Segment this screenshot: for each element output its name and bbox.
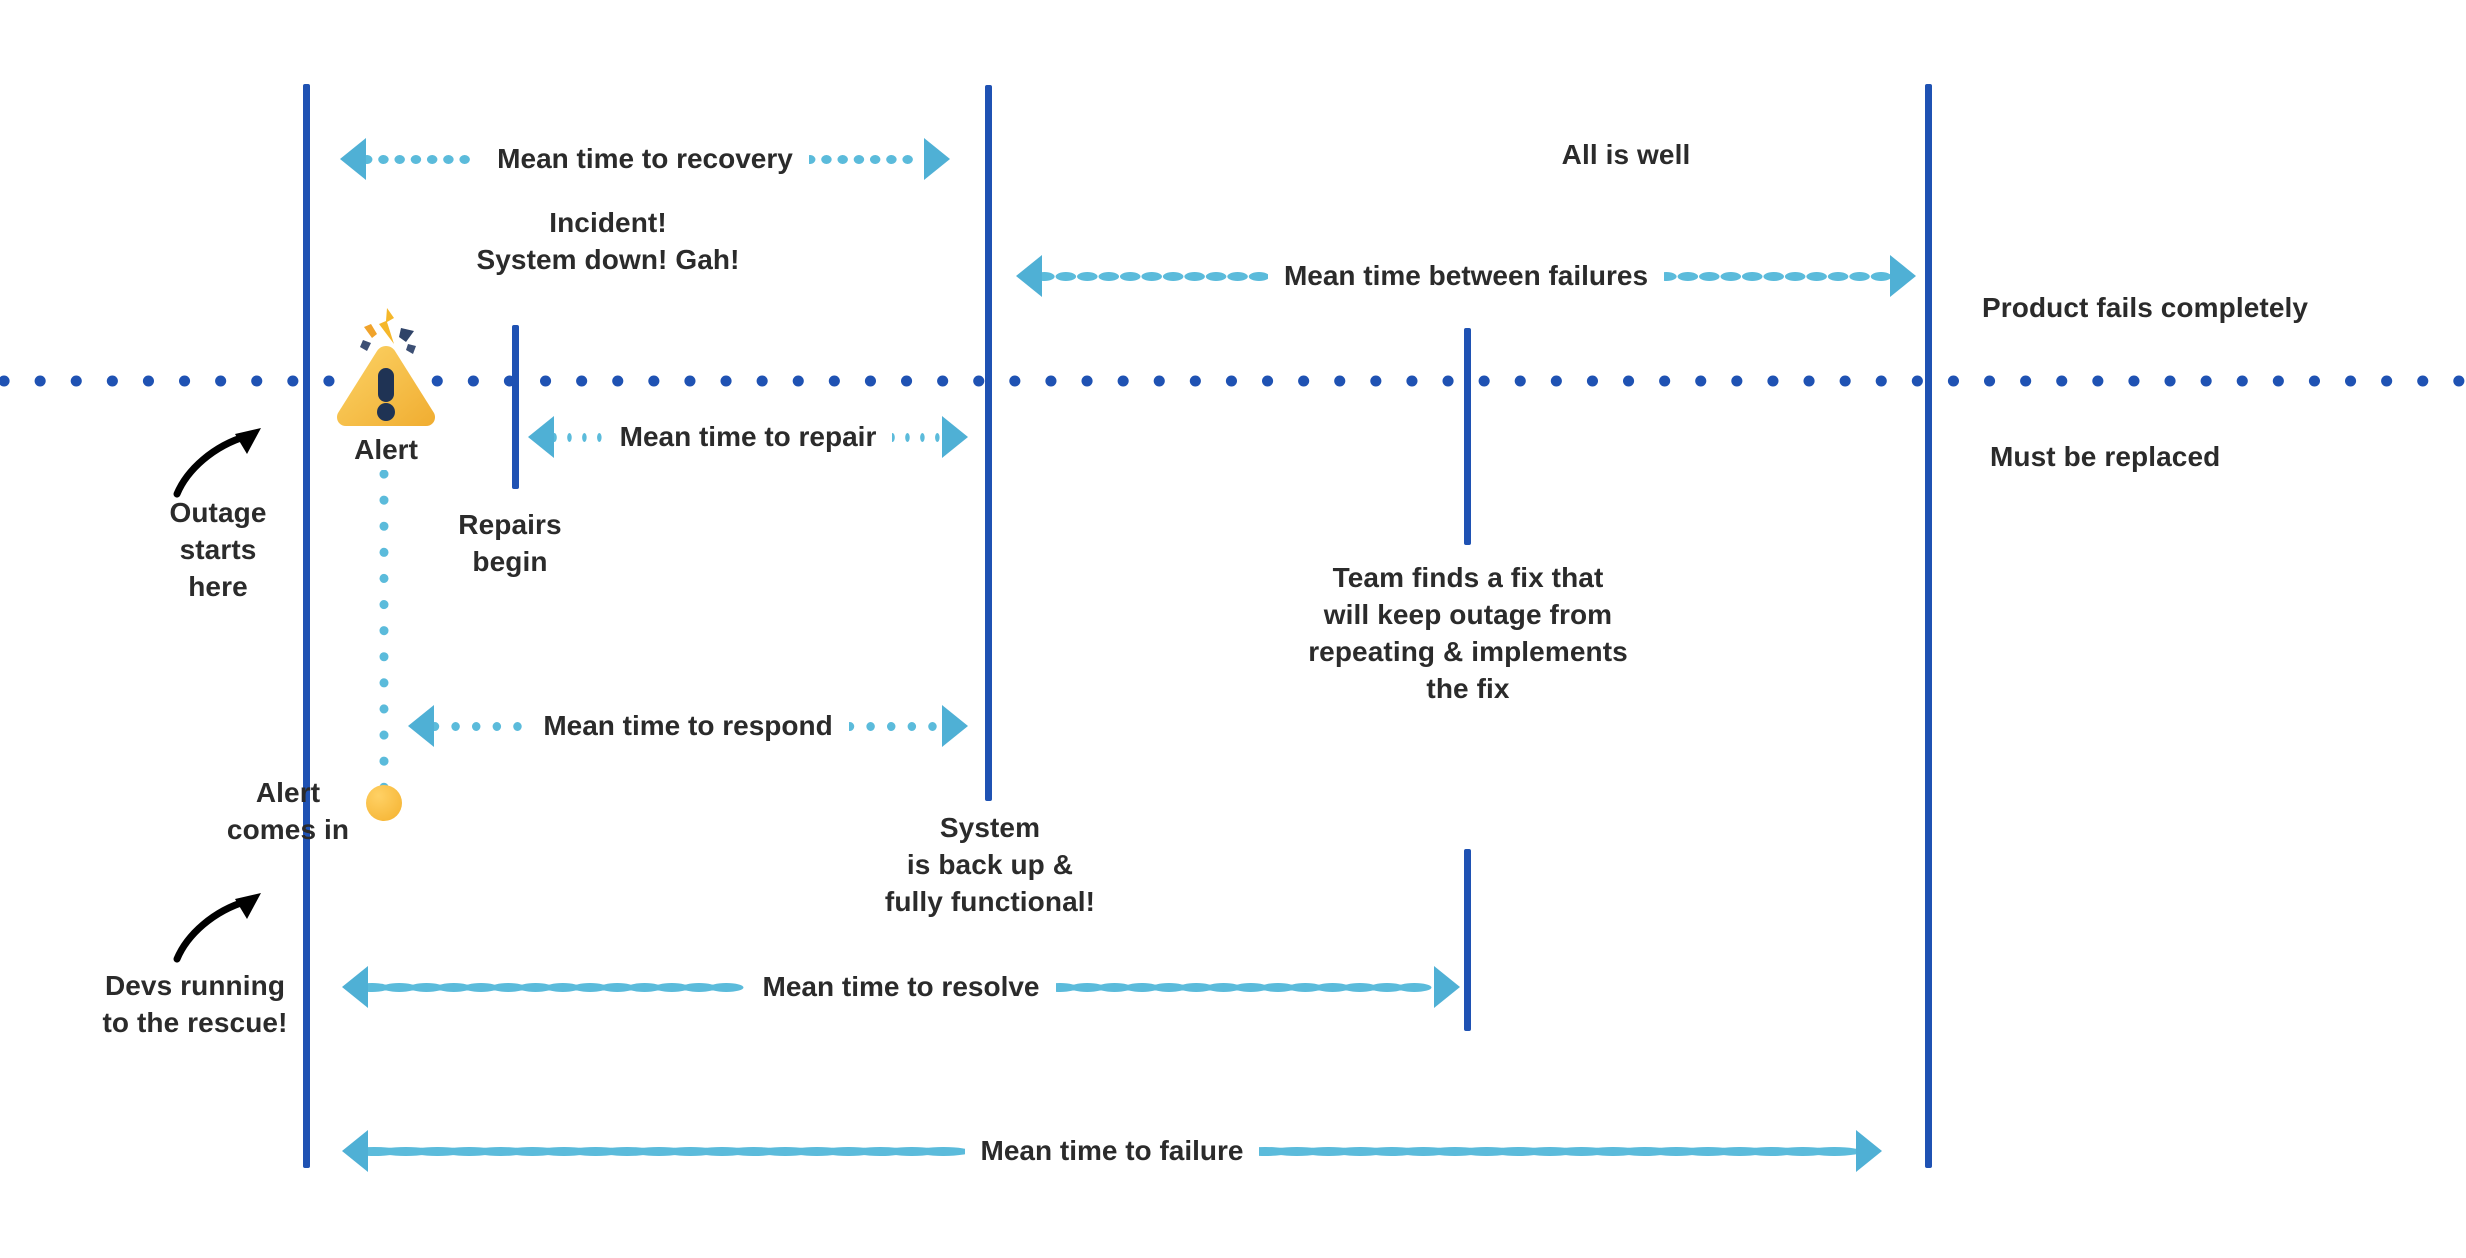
dotted-segment-right	[848, 721, 942, 731]
milestone-label-product-fails: Product fails completely	[1982, 292, 2309, 323]
measure-label: Mean time between failures	[1283, 260, 1649, 291]
curved-arrow-outage-icon	[173, 428, 261, 498]
milestone-label-outage-start: Outage starts here	[169, 497, 267, 602]
arrow-head-left-icon	[1016, 255, 1042, 297]
milestone-label-alert-comes-in: Alert comes in	[226, 777, 350, 845]
dotted-segment-left	[1042, 271, 1268, 281]
measure-label: Mean time to resolve	[762, 971, 1040, 1002]
measure-mean-time-to-respond: Mean time to respond	[408, 703, 968, 749]
milestone-label-team-finds-fix: Team finds a fix that will keep outage f…	[1308, 562, 1628, 704]
milestone-line-product-fails	[1925, 84, 1932, 1168]
dotted-segment-left	[366, 154, 482, 164]
milestone-label-system-back-up: System is back up & fully functional!	[884, 812, 1096, 917]
arrow-head-left-icon	[342, 966, 368, 1008]
milestone-label-alert: Alert	[354, 434, 418, 465]
dotted-segment-left	[368, 1146, 965, 1156]
measure-mean-time-to-recovery: Mean time to recovery	[340, 136, 951, 182]
milestone-label-all-is-well: All is well	[1561, 139, 1691, 170]
arrow-head-right-icon	[1856, 1130, 1882, 1172]
milestone-line-system-back-up	[985, 85, 992, 801]
dotted-segment-left	[434, 721, 528, 731]
measure-label: Mean time to recovery	[497, 143, 793, 174]
dotted-segment-left	[368, 982, 747, 992]
amber-dot-icon	[366, 785, 402, 821]
curved-arrow-devs-icon	[173, 893, 261, 963]
arrow-head-left-icon	[528, 416, 554, 458]
arrow-head-left-icon	[342, 1130, 368, 1172]
milestone-line-outage-start	[303, 84, 310, 1168]
arrow-head-left-icon	[340, 138, 366, 180]
milestone-label-repairs-begin: Repairs begin	[458, 509, 562, 577]
milestone-line-team-fix-lower	[1464, 849, 1471, 1031]
arrow-head-left-icon	[408, 705, 434, 747]
milestone-label-must-be-replaced: Must be replaced	[1990, 441, 2221, 472]
measure-label: Mean time to failure	[980, 1135, 1244, 1166]
timeline-axis	[0, 375, 2466, 387]
measure-mean-time-to-failure: Mean time to failure	[342, 1128, 1882, 1174]
alert-connector-dots	[379, 470, 389, 800]
dotted-segment-right	[1055, 982, 1435, 992]
measure-mean-time-to-resolve: Mean time to resolve	[342, 964, 1461, 1010]
milestone-line-repairs-begin	[512, 325, 519, 489]
milestone-label-incident: Incident! System down! Gah!	[476, 207, 740, 275]
arrow-head-right-icon	[924, 138, 951, 180]
dotted-segment-right	[892, 432, 942, 442]
arrow-head-right-icon	[1434, 966, 1461, 1008]
dotted-segment-right	[1664, 271, 1891, 281]
measure-mean-time-to-repair: Mean time to repair	[528, 414, 968, 460]
arrow-head-right-icon	[942, 705, 968, 747]
arrow-head-right-icon	[1890, 255, 1917, 297]
measure-label: Mean time to respond	[543, 710, 833, 741]
dotted-segment-right	[808, 154, 925, 164]
measure-label: Mean time to repair	[619, 421, 877, 452]
measure-mean-time-between-failures: Mean time between failures	[1016, 253, 1917, 299]
arrow-head-right-icon	[941, 416, 968, 458]
warning-triangle-icon	[336, 308, 436, 426]
dotted-segment-right	[1259, 1146, 1856, 1156]
dotted-segment-left	[554, 432, 604, 442]
alert-warning-icon-group	[330, 300, 442, 428]
milestone-label-devs-running: Devs running to the rescue!	[102, 970, 288, 1038]
milestone-line-team-fix-upper	[1464, 328, 1471, 545]
